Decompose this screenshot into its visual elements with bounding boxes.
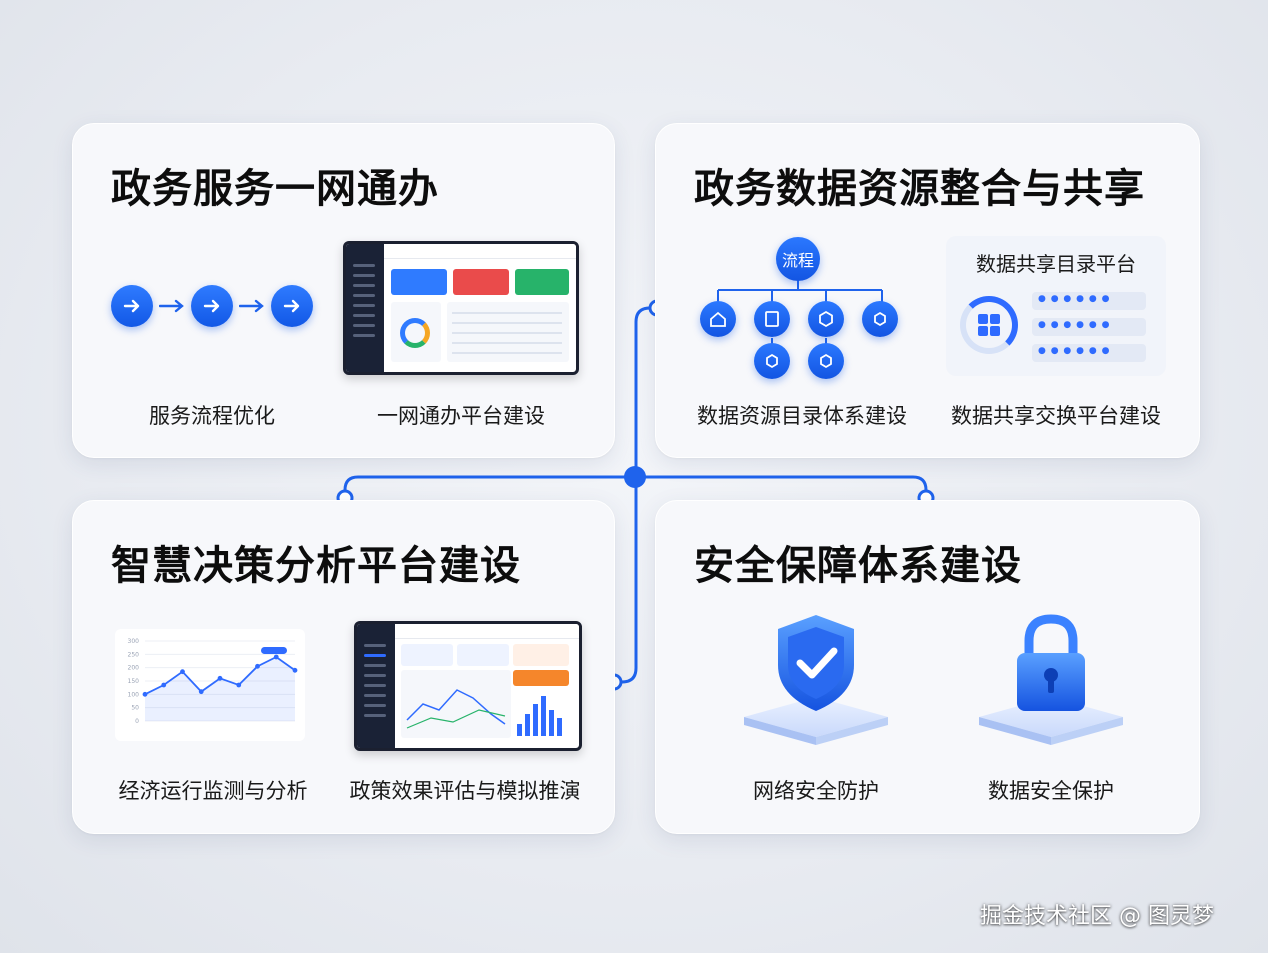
item-label: 一网通办平台建设 xyxy=(377,404,545,428)
card-security: 安全保障体系建设 网络安全防护 数据安全保护 xyxy=(655,500,1200,834)
y-tick-label: 250 xyxy=(128,651,140,658)
data-point xyxy=(161,682,167,688)
card-title: 智慧决策分析平台建设 xyxy=(111,543,521,589)
y-tick-label: 200 xyxy=(128,665,140,672)
policy-simulation-dashboard-illustration xyxy=(354,621,582,751)
arrow-right-icon xyxy=(239,299,264,313)
y-tick-label: 150 xyxy=(128,678,140,685)
y-tick-label: 300 xyxy=(128,638,140,645)
padlock-icon xyxy=(979,614,1123,745)
tree-connectors xyxy=(717,279,883,346)
legend-swatch xyxy=(261,647,287,654)
share-panel-title: 数据共享目录平台 xyxy=(976,252,1136,276)
hexagon-icon xyxy=(808,301,844,337)
y-tick-label: 100 xyxy=(128,691,140,698)
platform-dashboard-illustration xyxy=(343,241,579,375)
item-label: 网络安全防护 xyxy=(753,779,879,803)
hexagon-icon xyxy=(808,343,844,379)
home-icon xyxy=(700,301,736,337)
watermark: 掘金技术社区 @ 图灵梦 xyxy=(980,904,1214,929)
item-label: 经济运行监测与分析 xyxy=(118,779,308,803)
arrow-right-icon xyxy=(111,285,153,327)
tree-root-label: 流程 xyxy=(781,251,814,270)
series-area xyxy=(145,657,295,721)
item-label: 服务流程优化 xyxy=(149,404,275,428)
card-one-stop-service: 政务服务一网通办 服务流程优化 一网通办平台建设 xyxy=(72,123,615,458)
card-title: 安全保障体系建设 xyxy=(694,543,1022,589)
data-point xyxy=(217,675,223,681)
y-tick-label: 0 xyxy=(135,718,139,725)
item-label: 政策效果评估与模拟推演 xyxy=(349,779,581,803)
share-catalog-panel: 数据共享目录平台 ● ● ● ● ● ● ● ● ● ● ● ● ● ● ● ●… xyxy=(946,236,1166,376)
hexagon-icon xyxy=(754,343,790,379)
data-point xyxy=(142,691,148,697)
item-label: 数据资源目录体系建设 xyxy=(697,404,907,428)
card-data-integration: 政务数据资源整合与共享 流程 数据共享目录平台 ● ● ● ● ● ● ● ● … xyxy=(655,123,1200,458)
arrow-right-icon xyxy=(159,299,184,313)
tree-root-node: 流程 xyxy=(776,237,820,281)
document-icon xyxy=(754,301,790,337)
arrow-right-icon xyxy=(271,285,313,327)
hexagon-icon xyxy=(862,301,898,337)
item-label: 数据共享交换平台建设 xyxy=(951,404,1161,428)
grid-icon xyxy=(960,296,1018,354)
item-label: 数据安全保护 xyxy=(988,779,1114,803)
arrow-right-icon xyxy=(191,285,233,327)
economy-line-chart: 300 250 200 150 100 50 0 xyxy=(115,629,305,741)
data-point xyxy=(180,669,185,675)
data-point xyxy=(292,667,298,673)
data-point xyxy=(273,654,279,660)
card-title: 政务数据资源整合与共享 xyxy=(694,166,1145,212)
card-title: 政务服务一网通办 xyxy=(111,166,439,212)
y-tick-label: 50 xyxy=(131,705,139,712)
data-point xyxy=(198,689,204,695)
data-point xyxy=(255,663,260,669)
data-point xyxy=(236,682,242,688)
shield-check-icon xyxy=(744,615,888,745)
